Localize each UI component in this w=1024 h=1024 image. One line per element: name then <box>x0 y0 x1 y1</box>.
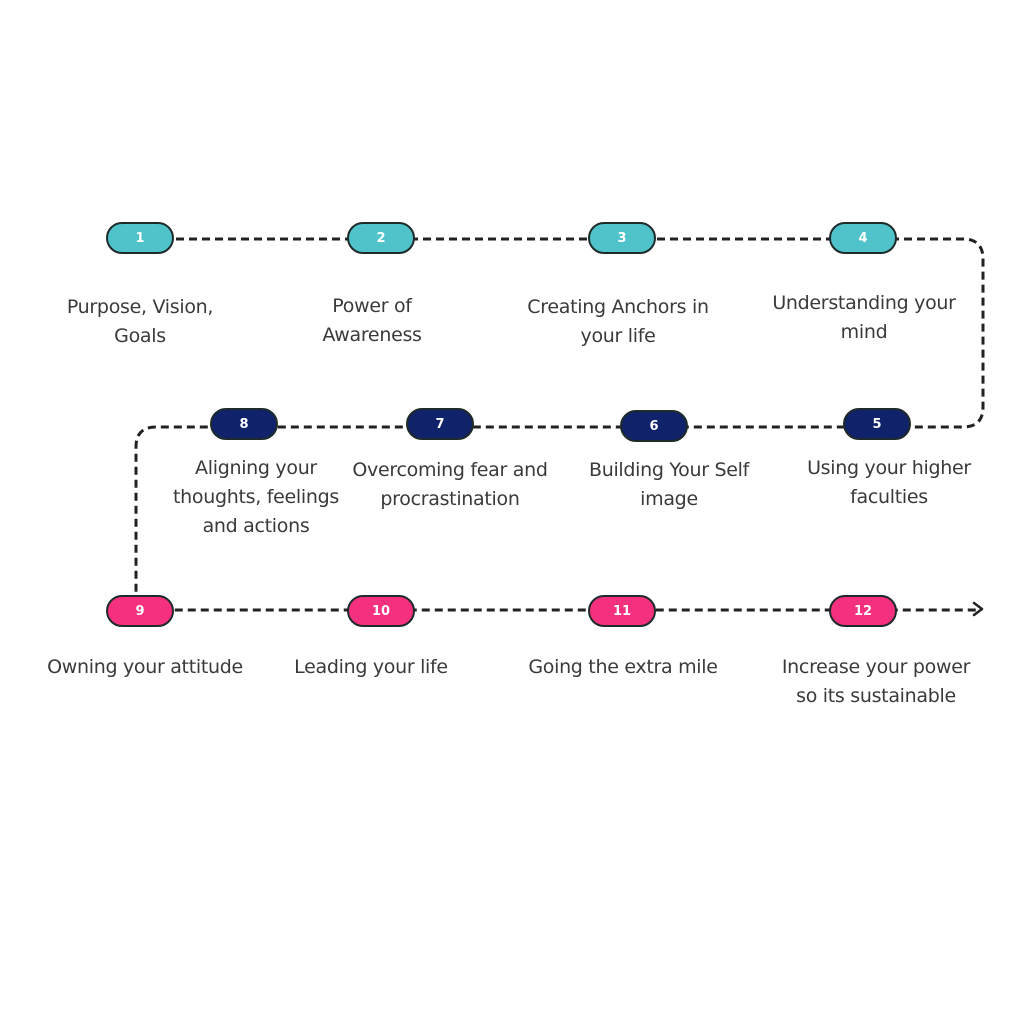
label-line: Power of <box>332 295 412 317</box>
step-8-label: Aligning your thoughts, feelings and act… <box>156 454 356 541</box>
label-line: faculties <box>850 486 928 508</box>
label-line: Owning your attitude <box>47 656 243 678</box>
step-1-label: Purpose, Vision, Goals <box>40 293 240 351</box>
label-line: Overcoming fear and <box>352 459 548 481</box>
connector-row1-to-row2 <box>134 237 985 612</box>
label-line: Leading your life <box>294 656 448 678</box>
step-2-label: Power of Awareness <box>272 292 472 350</box>
step-1-badge: 1 <box>106 222 174 254</box>
label-line: Building Your Self <box>588 459 750 481</box>
step-4-label: Understanding your mind <box>754 289 974 347</box>
step-3-badge: 3 <box>588 222 656 254</box>
step-10-label: Leading your life <box>271 653 471 682</box>
label-line: Using your higher <box>807 457 971 479</box>
step-9-label: Owning your attitude <box>30 653 260 682</box>
step-4-badge: 4 <box>829 222 897 254</box>
step-5-badge: 5 <box>843 408 911 440</box>
label-line: your life <box>580 325 656 347</box>
step-12-badge: 12 <box>829 595 897 627</box>
label-line: Aligning your <box>195 457 317 479</box>
label-line: image <box>640 488 698 510</box>
step-8-badge: 8 <box>210 408 278 440</box>
step-9-badge: 9 <box>106 595 174 627</box>
step-3-label: Creating Anchors in your life <box>508 293 728 351</box>
label-line: procrastination <box>380 488 520 510</box>
step-6-badge: 6 <box>620 410 688 442</box>
step-6-label: Building Your Self image <box>569 456 769 514</box>
step-12-label: Increase your power so its sustainable <box>766 653 986 711</box>
label-line: so its sustainable <box>796 685 956 707</box>
label-line: Creating Anchors in <box>527 296 709 318</box>
arrow-right-icon <box>972 601 984 617</box>
label-line: thoughts, feelings <box>173 486 339 508</box>
step-7-badge: 7 <box>406 408 474 440</box>
label-line: Goals <box>114 325 166 347</box>
step-11-badge: 11 <box>588 595 656 627</box>
label-line: mind <box>840 321 888 343</box>
step-11-label: Going the extra mile <box>513 653 733 682</box>
label-line: Going the extra mile <box>528 656 718 678</box>
step-2-badge: 2 <box>347 222 415 254</box>
label-line: Increase your power <box>781 656 971 678</box>
step-10-badge: 10 <box>347 595 415 627</box>
step-5-label: Using your higher faculties <box>789 454 989 512</box>
step-7-label: Overcoming fear and procrastination <box>340 456 560 514</box>
label-line: Purpose, Vision, <box>66 296 214 318</box>
label-line: and actions <box>202 515 310 537</box>
label-line: Understanding your <box>772 292 956 314</box>
label-line: Awareness <box>322 324 422 346</box>
